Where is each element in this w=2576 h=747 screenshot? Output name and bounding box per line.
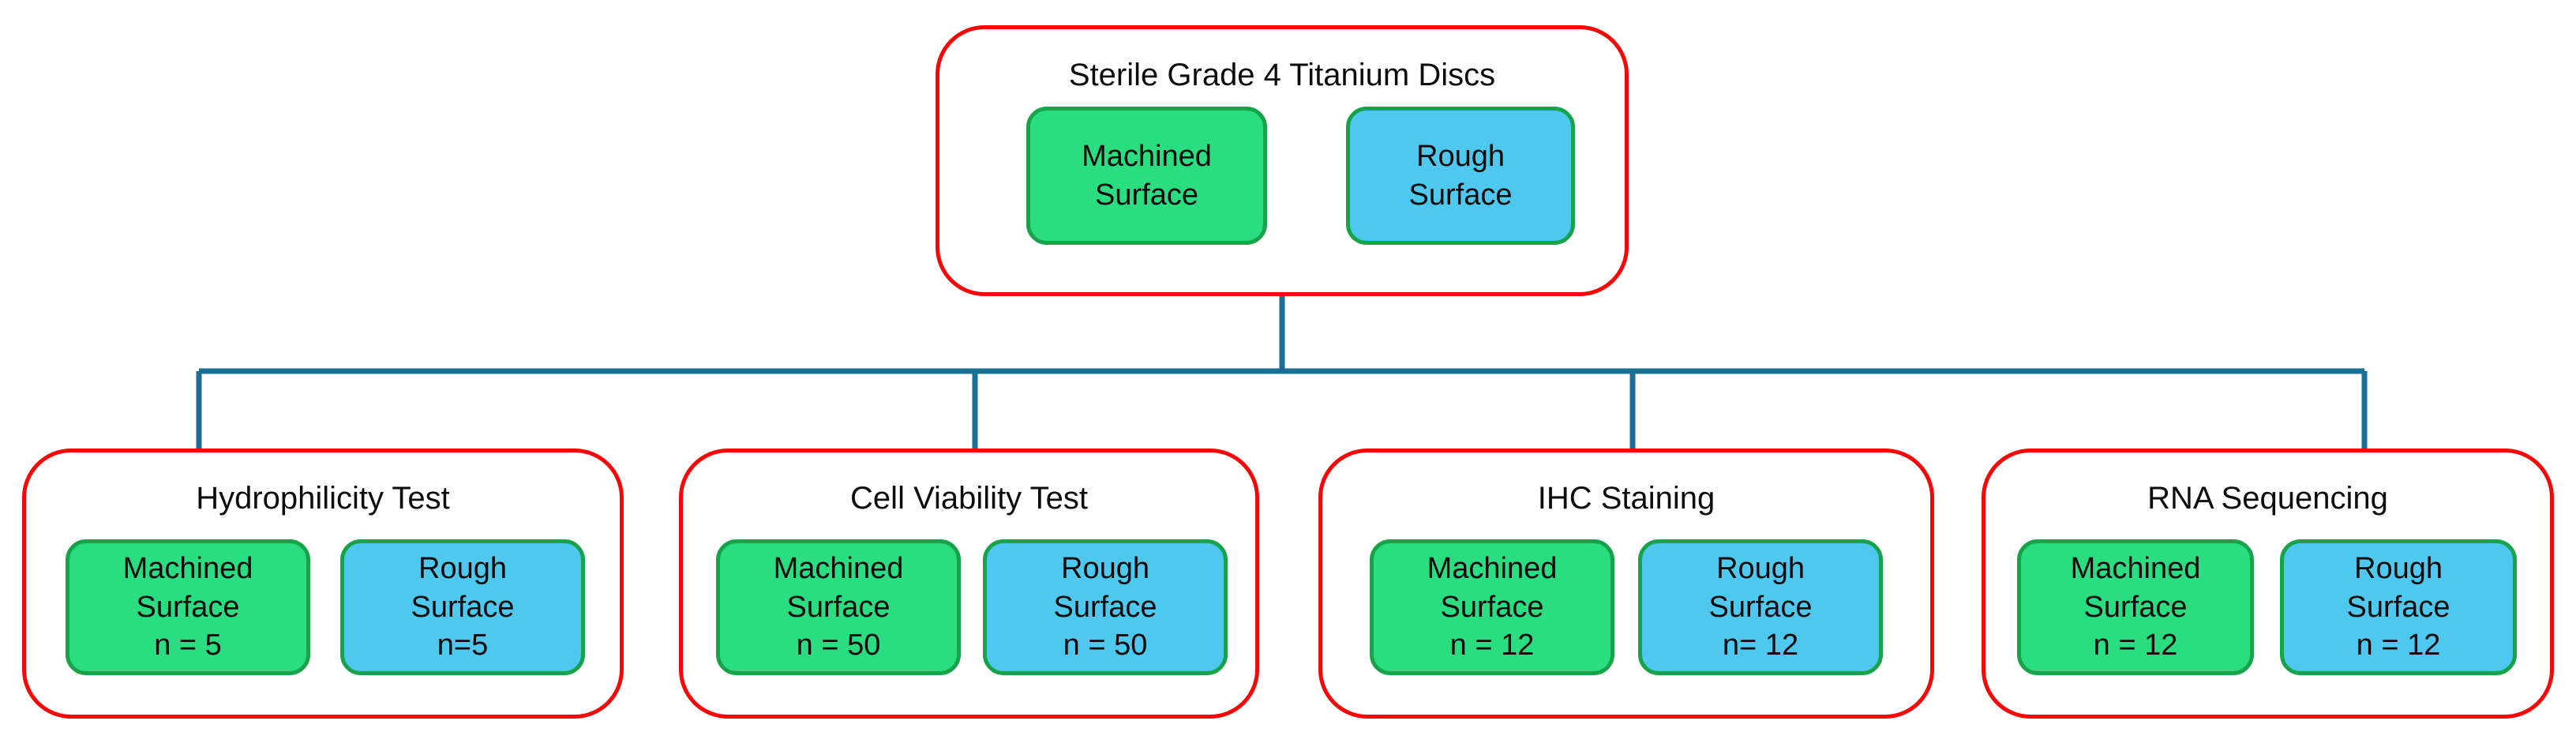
chip-line-1: Machined: [1082, 139, 1212, 173]
group-title-ihc-staining: IHC Staining: [1537, 481, 1715, 516]
chip-hydrophilicity-rough[interactable]: Rough Surface n=5: [340, 539, 585, 675]
chip-sample-size: n= 12: [1722, 629, 1799, 663]
group-ihc-staining[interactable]: IHC Staining Machined Surface n = 12 Rou…: [1318, 449, 1934, 719]
chip-rna-machined[interactable]: Machined Surface n = 12: [2017, 539, 2254, 675]
chip-line-1: Rough: [1716, 552, 1805, 586]
chip-sample-size: n = 5: [154, 629, 222, 663]
chip-line-2: Surface: [1708, 590, 1813, 624]
chip-line-1: Machined: [2070, 552, 2201, 586]
chip-line-1: Rough: [1416, 139, 1505, 173]
chip-line-2: Surface: [411, 590, 515, 624]
group-title-hydrophilicity-test: Hydrophilicity Test: [196, 481, 450, 516]
group-hydrophilicity-test[interactable]: Hydrophilicity Test Machined Surface n =…: [22, 449, 624, 719]
chip-line-2: Surface: [1440, 590, 1544, 624]
group-sterile-titanium-discs[interactable]: Sterile Grade 4 Titanium Discs Machined …: [936, 25, 1629, 296]
chip-line-2: Surface: [2346, 590, 2450, 624]
chip-ihc-rough[interactable]: Rough Surface n= 12: [1638, 539, 1883, 675]
chip-cell-viability-machined[interactable]: Machined Surface n = 50: [716, 539, 961, 675]
chip-line-1: Machined: [122, 552, 253, 586]
chip-sample-size: n = 50: [796, 629, 881, 663]
chip-line-1: Machined: [1427, 552, 1558, 586]
chip-line-1: Rough: [2354, 552, 2443, 586]
chip-ihc-machined[interactable]: Machined Surface n = 12: [1370, 539, 1614, 675]
chip-line-2: Surface: [1095, 178, 1198, 212]
group-cell-viability-test[interactable]: Cell Viability Test Machined Surface n =…: [679, 449, 1259, 719]
chip-sample-size: n=5: [437, 629, 489, 663]
chip-line-2: Surface: [136, 590, 240, 624]
chip-sample-size: n = 12: [2093, 629, 2178, 663]
group-title-rna-sequencing: RNA Sequencing: [2147, 481, 2388, 516]
chip-rna-rough[interactable]: Rough Surface n = 12: [2280, 539, 2517, 675]
chip-root-rough[interactable]: Rough Surface: [1346, 107, 1575, 245]
chip-line-2: Surface: [1053, 590, 1157, 624]
chip-line-2: Surface: [2083, 590, 2188, 624]
chip-line-2: Surface: [786, 590, 891, 624]
group-rna-sequencing[interactable]: RNA Sequencing Machined Surface n = 12 R…: [1982, 449, 2554, 719]
chip-line-2: Surface: [1408, 178, 1513, 212]
chip-hydrophilicity-machined[interactable]: Machined Surface n = 5: [66, 539, 310, 675]
chip-line-1: Machined: [773, 552, 904, 586]
chip-cell-viability-rough[interactable]: Rough Surface n = 50: [983, 539, 1228, 675]
chip-line-1: Rough: [1061, 552, 1149, 586]
chip-sample-size: n = 12: [1449, 629, 1535, 663]
chip-sample-size: n = 12: [2356, 629, 2441, 663]
chip-sample-size: n = 50: [1063, 629, 1148, 663]
chip-line-1: Rough: [418, 552, 507, 586]
group-title-root: Sterile Grade 4 Titanium Discs: [1068, 58, 1496, 92]
group-title-cell-viability-test: Cell Viability Test: [850, 481, 1088, 516]
chip-root-machined[interactable]: Machined Surface: [1026, 107, 1267, 245]
